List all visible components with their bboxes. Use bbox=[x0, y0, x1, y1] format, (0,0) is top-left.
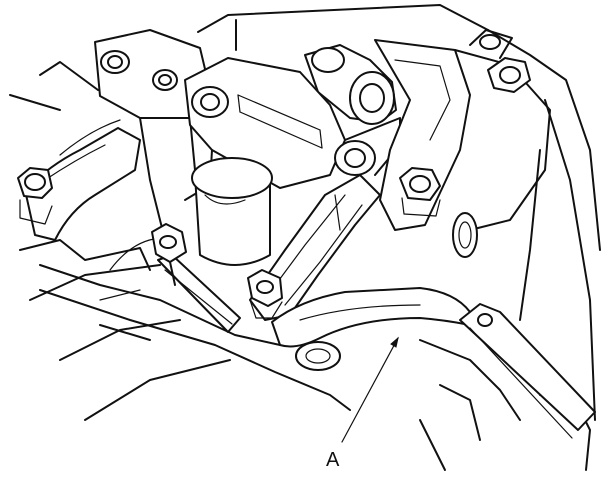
left-rocker-arm bbox=[17, 119, 141, 241]
mounting-bolt-right bbox=[399, 167, 441, 217]
callout-label: A bbox=[326, 449, 340, 471]
camshaft bbox=[304, 44, 397, 125]
rocker-frame-right bbox=[374, 39, 551, 258]
feeler-gauge bbox=[271, 287, 596, 439]
left-adjusting-screw bbox=[151, 223, 241, 333]
lower-case-edges bbox=[39, 264, 351, 411]
callout-a: A bbox=[326, 336, 399, 471]
right-adjusting-screw bbox=[247, 269, 283, 319]
valve-spring-retainer bbox=[191, 157, 273, 266]
